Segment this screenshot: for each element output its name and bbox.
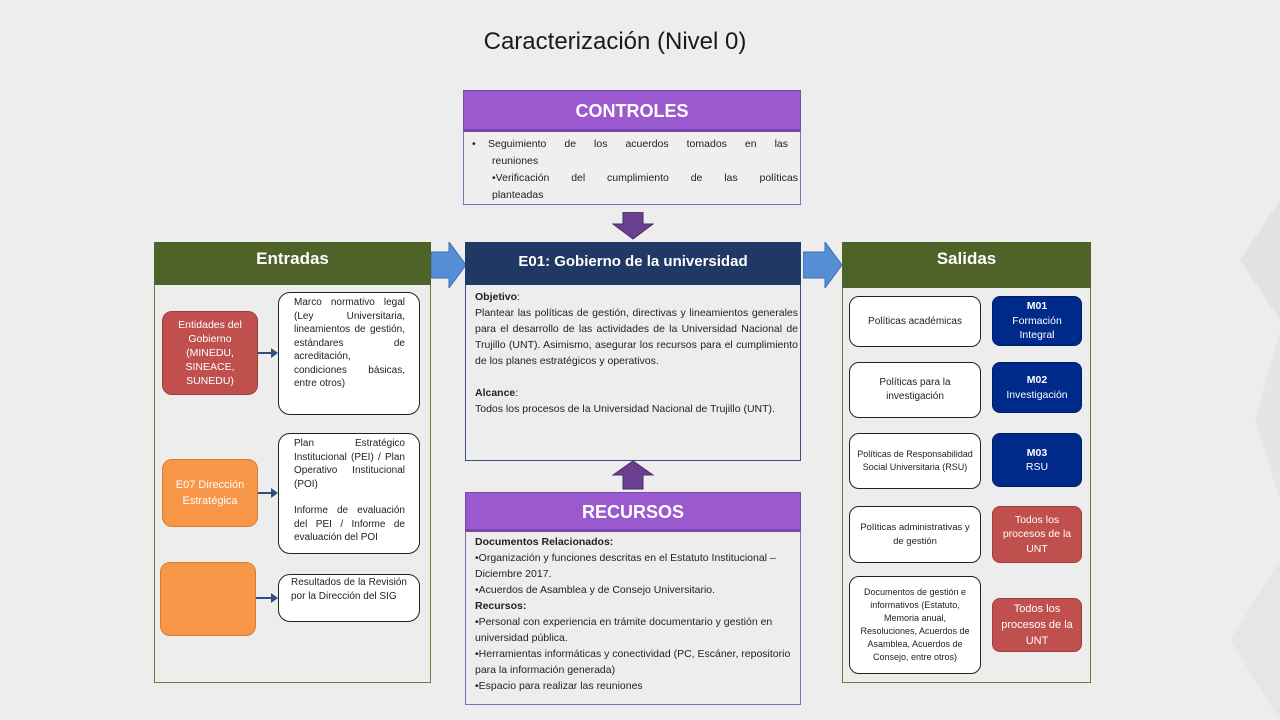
source-entidades-gobierno: Entidades del Gobierno (MINEDU, SINEACE,… xyxy=(162,311,258,395)
output-politicas-academicas: Políticas académicas xyxy=(849,296,981,347)
destination-m02-name: Investigación xyxy=(1006,388,1068,401)
process-heading: E01: Gobierno de la universidad xyxy=(465,242,801,285)
input-marco-normativo: Marco normativo legal (Ley Universitaria… xyxy=(278,292,420,415)
controles-item-1: •Seguimiento de los acuerdos tomados en … xyxy=(472,136,798,153)
output-politicas-administrativas: Políticas administrativas y de gestión xyxy=(849,506,981,563)
controls-arrow-down-icon xyxy=(612,212,654,240)
salidas-heading: Salidas xyxy=(842,242,1091,288)
objetivo-label: Objetivo xyxy=(475,291,518,303)
input-arrow-right-icon xyxy=(431,242,467,288)
recurso-2: •Herramientas informáticas y conectivida… xyxy=(475,648,791,676)
recursos-heading: RECURSOS xyxy=(465,492,801,530)
process-box: Objetivo: Plantear las políticas de gest… xyxy=(465,285,801,461)
destination-todos-procesos-2: Todos los procesos de la UNT xyxy=(992,598,1082,652)
entradas-heading: Entradas xyxy=(154,242,431,285)
input-planes: Plan Estratégico Institucional (PEI) / P… xyxy=(278,433,420,554)
recursos-label: Recursos: xyxy=(475,600,527,612)
resources-arrow-up-icon xyxy=(612,460,654,490)
input-resultados-revision: Resultados de la Revisión por la Direcci… xyxy=(278,574,420,622)
controles-item-2: •Verificación del cumplimiento de las po… xyxy=(492,172,798,184)
alcance-text: Todos los procesos de la Universidad Nac… xyxy=(475,403,775,415)
input-plan-pei-poi: Plan Estratégico Institucional (PEI) / P… xyxy=(294,438,405,490)
recurso-1: •Personal con experiencia en trámite doc… xyxy=(475,616,773,644)
destination-m01-name: Formación Integral xyxy=(1012,314,1062,342)
destination-m03-code: M03 xyxy=(1026,446,1048,459)
source-orange-box xyxy=(160,562,256,636)
output-politicas-investigacion: Políticas para la investigación xyxy=(849,362,981,418)
input-informe-evaluacion: Informe de evaluación del PEI / Informe … xyxy=(294,505,405,543)
destination-m02-code: M02 xyxy=(1026,374,1048,386)
connector-arrow-1 xyxy=(258,348,278,358)
documento-1: •Organización y funciones descritas en e… xyxy=(475,552,776,580)
destination-m01-code: M01 xyxy=(1026,300,1048,313)
connector-arrow-3 xyxy=(256,593,278,603)
controles-item-1-text: Seguimiento de los acuerdos tomados en l… xyxy=(488,138,788,150)
alcance-label: Alcance xyxy=(475,387,516,399)
documento-2: •Acuerdos de Asamblea y de Consejo Unive… xyxy=(475,584,716,596)
recursos-box: Documentos Relacionados: •Organización y… xyxy=(465,530,801,705)
documentos-label: Documentos Relacionados: xyxy=(475,536,614,548)
salidas-panel xyxy=(842,288,1091,683)
controles-item-1-cont: reuniones xyxy=(492,155,539,167)
controles-heading: CONTROLES xyxy=(463,90,801,130)
entradas-panel xyxy=(154,285,431,683)
destination-todos-procesos-1: Todos los procesos de la UNT xyxy=(992,506,1082,563)
output-documentos-gestion: Documentos de gestión e informativos (Es… xyxy=(849,576,981,674)
connector-arrow-2 xyxy=(258,488,278,498)
page-title: Caracterización (Nivel 0) xyxy=(483,28,747,55)
decorative-background-shapes xyxy=(1230,200,1280,720)
destination-m03-name: RSU xyxy=(1025,461,1049,473)
objetivo-text: Plantear las políticas de gestión, direc… xyxy=(475,307,798,367)
controles-item-2-cont: planteadas xyxy=(492,189,544,201)
recurso-3: •Espacio para realizar las reuniones xyxy=(475,680,643,692)
output-politicas-rsu: Políticas de Responsabilidad Social Univ… xyxy=(849,433,981,489)
output-arrow-right-icon xyxy=(803,242,843,288)
source-e07-direccion-estrategica: E07 Dirección Estratégica xyxy=(162,459,258,527)
controles-box: •Seguimiento de los acuerdos tomados en … xyxy=(463,130,801,205)
